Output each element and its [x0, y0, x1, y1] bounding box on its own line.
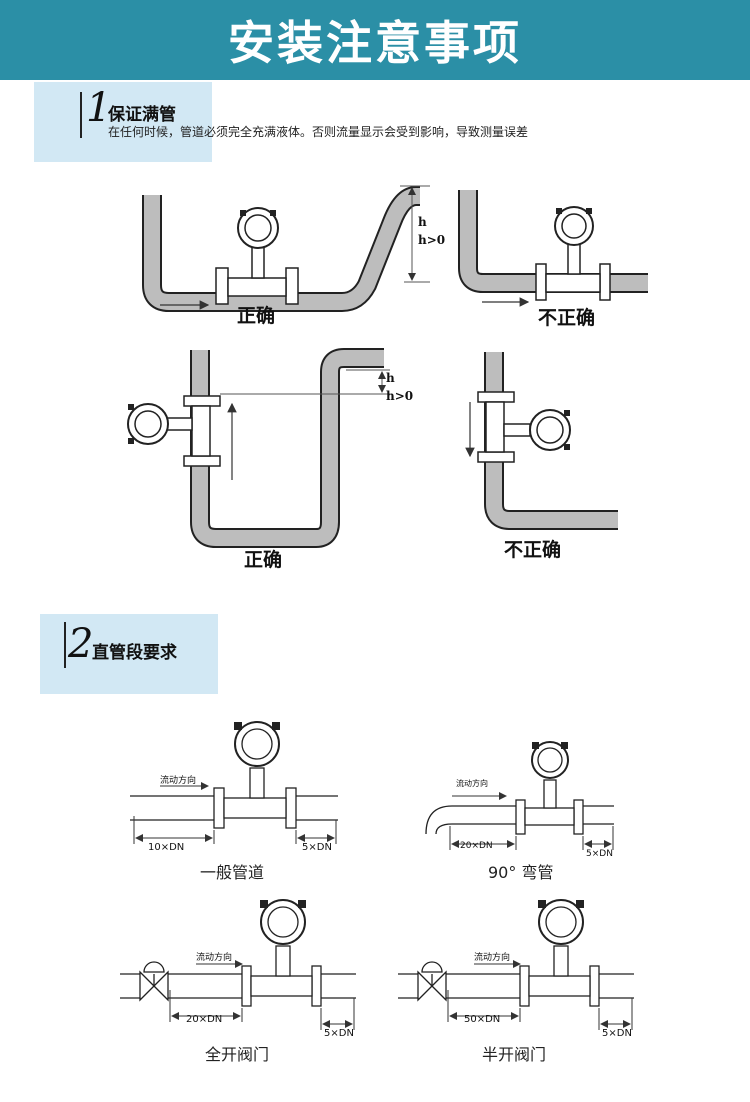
diagram-elbow [425, 741, 614, 850]
flow-label-elbow: 流动方向 [456, 778, 488, 788]
section1-desc: 在任何时候，管道必须完全充满液体。否则流量显示会受到影响，导致测量误差 [108, 125, 529, 139]
flow-label-general: 流动方向 [160, 774, 196, 786]
header-banner: 安装注意事项 [0, 0, 750, 80]
section1-divider [80, 92, 82, 138]
diagram-half-open-valve [398, 899, 634, 1030]
caption-elbow: 90° 弯管 [488, 863, 553, 882]
diagram-correct-2 [127, 348, 390, 548]
dim-5dn-half-valve: 5×DN [602, 1028, 632, 1039]
flow-label-half-valve: 流动方向 [474, 951, 510, 963]
section2-divider [64, 622, 66, 668]
section2-title: 直管段要求 [92, 643, 177, 663]
diagram-correct-1 [142, 185, 430, 312]
section1-number: 1 [86, 85, 112, 131]
h-label-1: h [418, 215, 427, 229]
dim-5dn-elbow: 5×DN [586, 849, 613, 859]
page-title: 安装注意事项 [228, 16, 522, 70]
label-correct-1: 正确 [237, 304, 275, 327]
h-gt-0-label-1: h>0 [418, 233, 445, 247]
h-label-2: h [386, 371, 395, 385]
flow-label-full-valve: 流动方向 [196, 951, 232, 963]
dim-50dn-half-valve: 50×DN [464, 1014, 500, 1025]
diagram-incorrect-2 [465, 352, 618, 530]
section1-box [34, 82, 212, 162]
caption-full-valve: 全开阀门 [205, 1045, 269, 1064]
h-gt-0-label-2: h>0 [386, 389, 413, 403]
dim-20dn-elbow: 20×DN [460, 841, 493, 851]
label-correct-2: 正确 [244, 548, 282, 571]
label-incorrect-2: 不正确 [504, 538, 561, 561]
caption-general: 一般管道 [200, 863, 264, 882]
label-incorrect-1: 不正确 [538, 306, 595, 329]
dim-20dn-full-valve: 20×DN [186, 1014, 222, 1025]
section2-box [40, 614, 218, 694]
diagram-incorrect-1 [458, 190, 648, 307]
section2-number: 2 [68, 621, 94, 667]
section1-title: 保证满管 [108, 105, 176, 125]
dim-5dn-general: 5×DN [302, 842, 332, 853]
diagram-general-pipe [130, 721, 338, 844]
caption-half-valve: 半开阀门 [482, 1045, 546, 1064]
dim-5dn-full-valve: 5×DN [324, 1028, 354, 1039]
dim-10dn: 10×DN [148, 842, 184, 853]
diagram-full-open-valve [120, 899, 356, 1030]
